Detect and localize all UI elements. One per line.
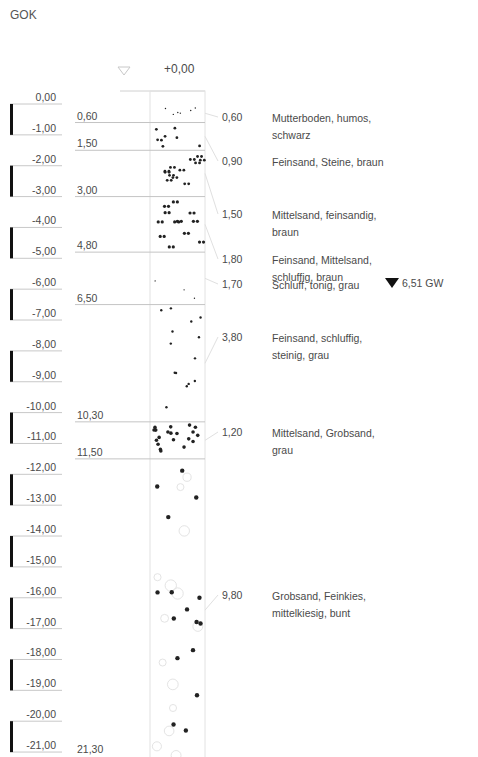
scale-label: -18,00 bbox=[18, 645, 56, 659]
thickness-label: 1,50 bbox=[222, 207, 242, 221]
layer-description: Feinsand, Steine, braun bbox=[272, 154, 394, 171]
scale-label: -14,00 bbox=[18, 522, 56, 536]
layer-description: Grobsand, Feinkies, mittelkiesig, bunt bbox=[272, 588, 394, 622]
borehole-column bbox=[75, 91, 218, 757]
depth-label: 11,50 bbox=[77, 445, 103, 459]
scale-label: -3,00 bbox=[18, 183, 56, 197]
scale-label: -20,00 bbox=[18, 707, 56, 721]
scale-label: -16,00 bbox=[18, 584, 56, 598]
title: GOK bbox=[10, 8, 37, 22]
depth-label: 3,00 bbox=[77, 183, 97, 197]
scale-label: -13,00 bbox=[18, 491, 56, 505]
scale-label: -15,00 bbox=[18, 553, 56, 567]
depth-label: 0,60 bbox=[77, 109, 97, 123]
thickness-label: 1,70 bbox=[222, 277, 242, 291]
layer-description: Mutterboden, humos, schwarz bbox=[272, 110, 394, 144]
layer-description: Mittelsand, Grobsand, grau bbox=[272, 425, 394, 459]
thickness-label: 3,80 bbox=[222, 330, 242, 344]
depth-label: 21,30 bbox=[77, 742, 103, 756]
ground-level: +0,00 bbox=[164, 62, 194, 76]
thickness-label: 9,80 bbox=[222, 588, 242, 602]
scale-label: -7,00 bbox=[18, 306, 56, 320]
ground-marker bbox=[118, 67, 130, 75]
thickness-label: 0,90 bbox=[222, 154, 242, 168]
scale-label: -2,00 bbox=[18, 152, 56, 166]
thickness-label: 1,20 bbox=[222, 425, 242, 439]
layer-description: Feinsand, schluffig, steinig, grau bbox=[272, 330, 394, 364]
scale-label: -12,00 bbox=[18, 460, 56, 474]
depth-label: 4,80 bbox=[77, 238, 97, 252]
layer-description: Mittelsand, feinsandig, braun bbox=[272, 207, 394, 241]
groundwater-label: 6,51 GW bbox=[402, 276, 443, 290]
depth-label: 10,30 bbox=[77, 408, 103, 422]
scale-label: 0,00 bbox=[18, 90, 56, 104]
scale-label: -9,00 bbox=[18, 368, 56, 382]
depth-label: 6,50 bbox=[77, 291, 97, 305]
depth-label: 1,50 bbox=[77, 136, 97, 150]
layer-description: Schluff, tonig, grau bbox=[272, 277, 394, 294]
scale-label: -6,00 bbox=[18, 275, 56, 289]
groundwater-marker bbox=[385, 278, 399, 288]
scale-label: -21,00 bbox=[18, 738, 56, 752]
scale-label: -17,00 bbox=[18, 615, 56, 629]
thickness-label: 1,80 bbox=[222, 252, 242, 266]
scale-label: -19,00 bbox=[18, 676, 56, 690]
thickness-label: 0,60 bbox=[222, 110, 242, 124]
scale-ticks bbox=[10, 104, 62, 752]
scale-label: -5,00 bbox=[18, 244, 56, 258]
scale-label: -4,00 bbox=[18, 213, 56, 227]
scale-label: -1,00 bbox=[18, 121, 56, 135]
scale-label: -11,00 bbox=[18, 429, 56, 443]
scale-label: -8,00 bbox=[18, 337, 56, 351]
scale-label: -10,00 bbox=[18, 399, 56, 413]
scale-bars bbox=[10, 104, 13, 752]
